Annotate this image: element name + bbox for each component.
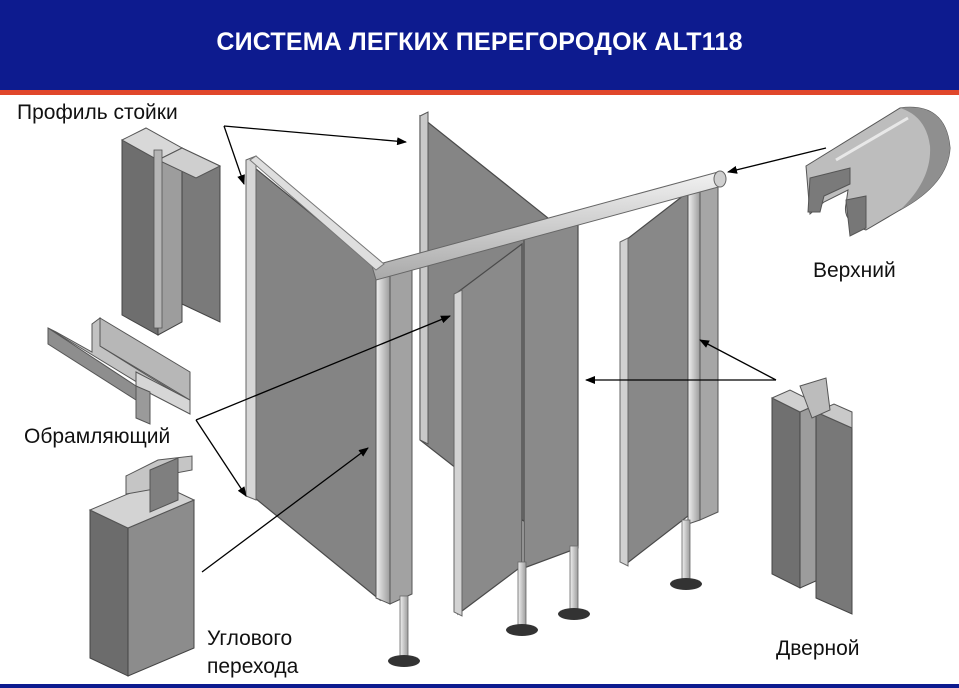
header-accent-line — [0, 90, 959, 95]
framing-profile-label: Обрамляющий — [24, 425, 171, 448]
leader-arrows — [195, 125, 827, 573]
post-profile-part — [120, 127, 222, 336]
header-bar — [0, 0, 959, 92]
post-profile-label: Профиль стойки — [17, 101, 178, 124]
door-profile-part — [770, 377, 853, 615]
partition-assembly — [245, 111, 727, 667]
top-rail-profile-part — [805, 106, 951, 237]
corner-profile-label-line1: Углового — [207, 627, 293, 650]
corner-profile-part — [88, 455, 196, 677]
top-profile-label: Верхний — [813, 259, 896, 282]
framing-profile-part — [47, 317, 191, 425]
corner-profile-label-line2: перехода — [207, 655, 299, 678]
footer-line — [0, 684, 959, 688]
door-profile-label: Дверной — [776, 637, 860, 660]
page-title: СИСТЕМА ЛЕГКИХ ПЕРЕГОРОДОК ALT118 — [216, 28, 743, 56]
